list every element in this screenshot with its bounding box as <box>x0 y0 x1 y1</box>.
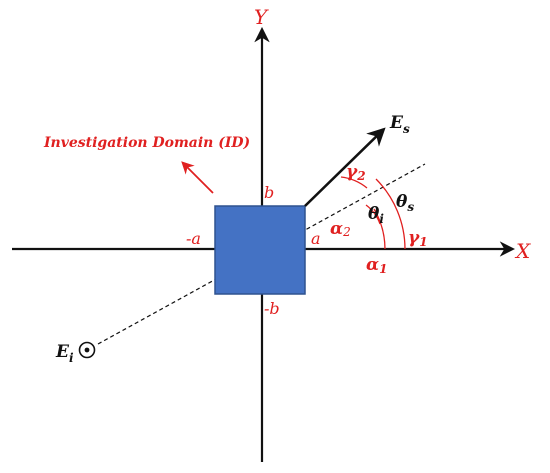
scattered-field-arrow <box>304 127 386 207</box>
angle-gamma1-label: γ1 <box>408 228 428 249</box>
box-label-b: b <box>264 183 274 202</box>
investigation-domain-box <box>214 205 306 295</box>
angle-alpha1-main: α <box>366 255 379 275</box>
angle-theta-s-label: θs <box>396 192 414 214</box>
angle-gamma2-main: γ <box>346 162 358 182</box>
angle-gamma1-main: γ <box>408 228 420 248</box>
angle-theta-i-label: θi <box>368 204 384 226</box>
angle-gamma1-sub: 1 <box>419 235 427 249</box>
angle-theta-s-sub: s <box>407 200 414 214</box>
domain-pointer-arrow <box>181 161 214 194</box>
incident-field-sub: i <box>69 351 74 365</box>
x-axis-label: X <box>514 239 531 263</box>
angle-alpha2-main: α <box>330 219 343 239</box>
y-axis-label: Y <box>254 5 269 29</box>
angle-alpha1-sub: 1 <box>379 262 387 276</box>
angle-theta-i-sub: i <box>379 212 384 226</box>
arc-gamma1-outer <box>375 178 406 250</box>
out-of-plane-dot-icon <box>84 347 90 353</box>
angle-alpha2-label: α2 <box>330 219 351 239</box>
domain-label: Investigation Domain (ID) <box>43 135 250 151</box>
arc-theta-i <box>365 204 381 225</box>
scattered-field-main: E <box>389 113 404 133</box>
angle-gamma2-sub: 2 <box>356 169 365 183</box>
scattered-field-label: Es <box>389 113 410 136</box>
scattered-field-sub: s <box>403 122 410 136</box>
angle-alpha1-label: α1 <box>366 255 387 276</box>
angle-theta-i-main: θ <box>368 204 380 224</box>
angle-gamma2-label: γ2 <box>346 162 366 183</box>
angle-theta-s-main: θ <box>396 192 408 212</box>
box-label-neg-a: -a <box>186 229 201 248</box>
arc-gamma2 <box>340 176 368 189</box>
incident-direction-line <box>97 163 426 345</box>
arc-alpha1-inner <box>373 208 386 250</box>
incident-field-main: E <box>55 342 70 362</box>
incident-field-label: Ei <box>55 342 74 365</box>
angle-alpha2-sub: 2 <box>342 225 351 239</box>
box-label-neg-b: -b <box>264 299 280 318</box>
box-label-a: a <box>311 229 321 248</box>
